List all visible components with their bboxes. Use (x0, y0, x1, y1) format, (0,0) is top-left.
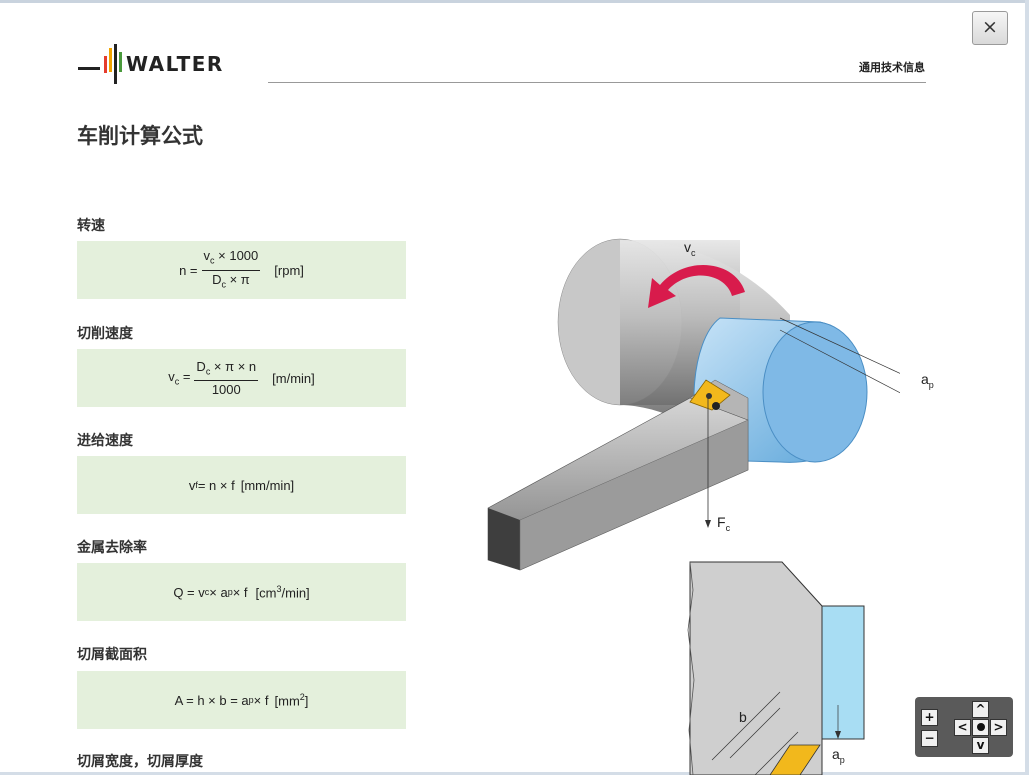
section-title-chip-area: 切屑截面积 (77, 647, 147, 663)
rotation-arrow-icon (648, 265, 745, 308)
chip-section-detail (687, 561, 865, 775)
depth-of-cut-marker (779, 317, 900, 394)
cutting-force-marker (705, 398, 711, 528)
formula-part-1: A = h × b = a (174, 692, 249, 708)
num-subscript: c (210, 255, 215, 266)
walter-logo-mark (78, 44, 122, 84)
formula-unit: [cm3/min] (256, 584, 310, 600)
window-top-border (0, 0, 1029, 3)
num-symbol: v (203, 247, 211, 263)
close-button[interactable]: × (972, 11, 1008, 45)
formula-lhs: n = (179, 262, 198, 278)
window-right-border (1025, 0, 1029, 775)
lhs-symbol: v (168, 369, 175, 385)
zoom-pan-panel: + − ^ v < > (915, 697, 1013, 757)
pan-up-button[interactable]: ^ (972, 701, 989, 718)
zoom-out-button[interactable]: − (921, 730, 938, 747)
turning-illustration (487, 238, 900, 775)
formula-lhs: vc = (168, 369, 190, 387)
label-ap: ap (921, 371, 934, 390)
formula-part-2: × f (253, 692, 269, 708)
section-title-chip-width-thickness: 切屑宽度，切屑厚度 (77, 754, 203, 770)
pan-left-button[interactable]: < (954, 719, 971, 736)
unit-part-a: [mm (274, 693, 300, 709)
unit-part-b: ] (304, 693, 309, 709)
cutting-insert (689, 379, 731, 411)
label-fc-sub: c (725, 522, 731, 533)
formula-unit: [mm2] (275, 692, 309, 708)
zoom-in-button[interactable]: + (921, 709, 938, 726)
label-ap-sub: p (928, 379, 934, 390)
label-ap2-sub: p (839, 754, 845, 765)
label-ap2-symbol: a (832, 746, 840, 762)
section-title-cutting-speed: 切削速度 (77, 326, 133, 342)
lhs-symbol: v (188, 477, 196, 493)
formula-part-2: × a (209, 584, 228, 600)
den-value: 1000 (211, 382, 241, 398)
pan-right-button[interactable]: > (990, 719, 1007, 736)
page-title: 车削计算公式 (77, 124, 203, 148)
formula-part-1: Q = v (173, 584, 205, 600)
lhs-subscript: c (174, 376, 180, 387)
logo-text: WALTER (126, 52, 224, 76)
formula-rotation-speed: n = vc × 1000 Dc × π [rpm] (77, 241, 406, 299)
label-fc: Fc (717, 514, 730, 533)
label-b: b (739, 709, 747, 725)
formula-sub-2: p (227, 587, 233, 597)
formula-fraction: vc × 1000 Dc × π (201, 247, 261, 292)
pan-down-button[interactable]: v (972, 737, 989, 754)
den-subscript: c (221, 279, 226, 290)
label-ap-detail: ap (832, 746, 845, 765)
center-dot-icon (976, 723, 985, 731)
header-divider (268, 82, 926, 83)
label-vc-symbol: v (684, 239, 691, 255)
window-bottom-border (0, 772, 1029, 775)
label-vc-sub: c (691, 247, 696, 258)
formula-cutting-speed: vc = Dc × π × n 1000 [m/min] (77, 349, 406, 407)
num-rest: × 1000 (214, 247, 259, 263)
section-title-speed: 转速 (77, 218, 105, 234)
header-section-label: 通用技术信息 (859, 61, 925, 74)
formula-unit: [rpm] (274, 262, 304, 278)
unit-superscript: 2 (299, 691, 305, 702)
formula-part-3: × f (232, 584, 248, 600)
den-symbol: D (212, 271, 222, 287)
label-fc-symbol: F (717, 514, 726, 530)
unit-superscript: 3 (276, 583, 282, 594)
formula-unit: [mm/min] (240, 477, 295, 493)
formula-sub-1: c (204, 587, 210, 597)
section-title-metal-removal: 金属去除率 (77, 540, 147, 556)
num-rest: × π × n (210, 358, 257, 374)
label-vc: vc (684, 239, 696, 258)
formula-fraction: Dc × π × n 1000 (194, 358, 259, 398)
formula-rest: = n × f (197, 477, 235, 493)
label-ap-symbol: a (921, 371, 929, 387)
section-title-feed-speed: 进给速度 (77, 433, 133, 449)
unit-part-a: [cm (255, 585, 277, 601)
lhs-subscript: f (195, 480, 198, 490)
den-rest: × π (225, 271, 250, 287)
num-subscript: c (205, 366, 211, 377)
formula-sub-1: p (248, 695, 254, 705)
pan-center-button[interactable] (972, 719, 989, 736)
num-symbol: D (196, 358, 206, 374)
lhs-rest: = (179, 369, 191, 385)
formula-unit: [m/min] (272, 370, 315, 386)
unit-part-b: /min] (281, 585, 310, 601)
